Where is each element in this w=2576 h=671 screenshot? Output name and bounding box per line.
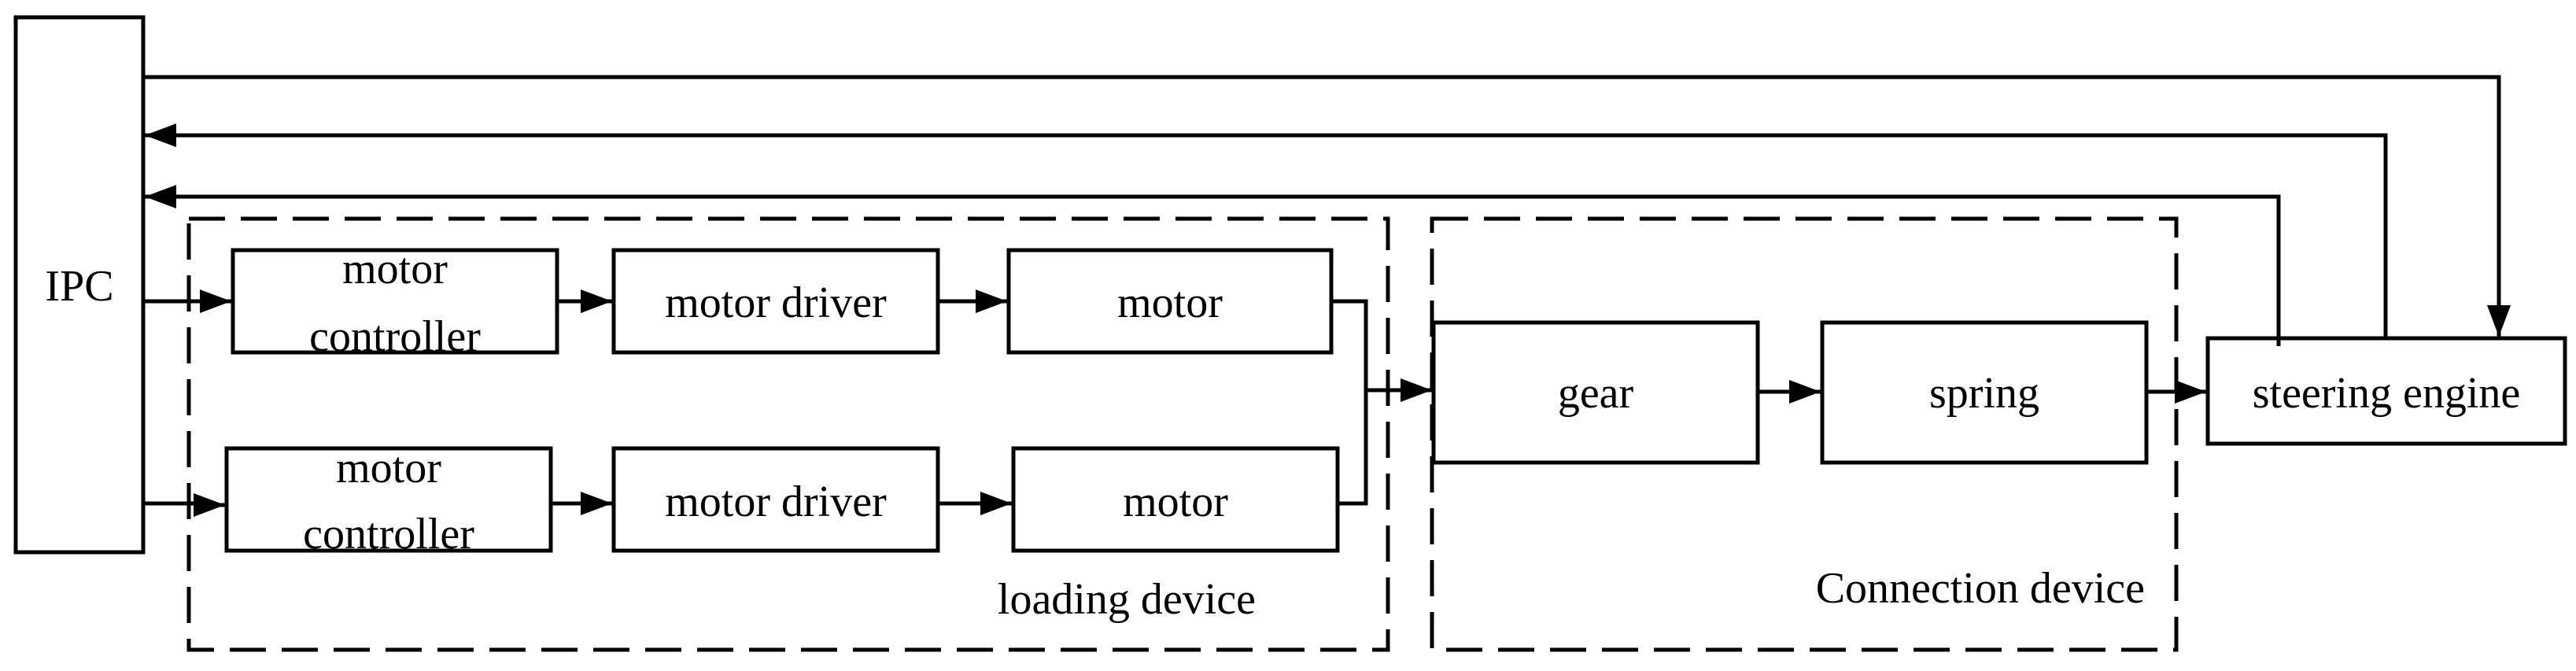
motor-controller-2-label-line1: motor (336, 444, 441, 492)
motor-controller-2-block (224, 446, 553, 553)
gear-block (1431, 320, 1760, 465)
motor-2-block (1011, 446, 1340, 553)
motor-driver-1-block (611, 248, 940, 355)
motor-driver-2-label: motor driver (665, 477, 887, 526)
motor-driver-1-label: motor driver (665, 278, 887, 327)
loading-device-label: loading device (998, 575, 1256, 624)
motor-controller-2-label-line2: controller (303, 510, 474, 559)
connection-device-label: Connection device (1816, 564, 2145, 613)
motor-1-block (1006, 248, 1334, 355)
gear-label: gear (1558, 369, 1634, 418)
arrow-steering-feedback-1 (145, 124, 2388, 338)
motor-2-label: motor (1123, 477, 1228, 526)
motor-controller-1-label-line1: motor (342, 245, 448, 293)
ipc-label: IPC (45, 262, 113, 311)
motor1-output-line (1331, 299, 1368, 390)
motor-1-label: motor (1117, 278, 1223, 327)
motor-controller-1-block (231, 248, 559, 355)
loading-device-group (186, 216, 1390, 652)
motor-controller-1-label-line2: controller (309, 312, 481, 361)
arrow-steering-feedback-2 (145, 185, 2281, 346)
motor2-output-line (1338, 390, 1368, 506)
ipc-block (13, 15, 146, 555)
steering-engine-label: steering engine (2253, 369, 2521, 418)
arrow-ipc-to-mc2 (143, 493, 225, 517)
motor-driver-2-block (611, 446, 940, 553)
spring-block (1820, 320, 2149, 465)
spring-label: spring (1929, 369, 2039, 418)
arrow-ipc-to-steering (143, 75, 2511, 337)
